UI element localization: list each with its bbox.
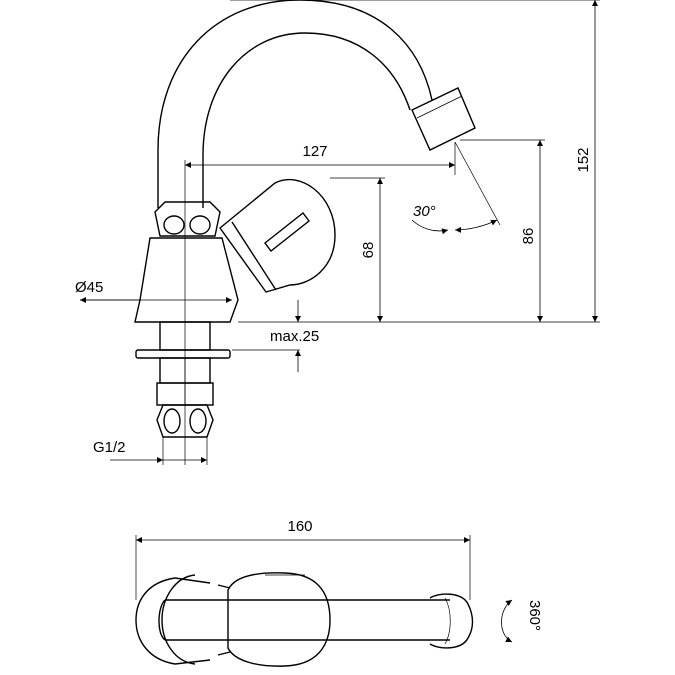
dim-reach: 127 bbox=[185, 143, 455, 168]
dim-height-total: 152 bbox=[575, 0, 598, 322]
dim-thread: G1/2 bbox=[93, 439, 207, 463]
top-view: 160 360° bbox=[135, 518, 543, 667]
dim-diameter-base-label: Ø45 bbox=[75, 279, 103, 296]
aerator-top bbox=[429, 593, 474, 649]
base-rosette bbox=[135, 574, 196, 665]
dim-reach-label: 127 bbox=[302, 143, 327, 160]
rotation-indicator: 360° bbox=[501, 599, 543, 643]
handle bbox=[219, 178, 336, 293]
rotation-arrow-icon bbox=[501, 599, 513, 643]
mounting-shank bbox=[135, 321, 231, 465]
dim-height-outlet-label: 86 bbox=[520, 228, 537, 245]
dim-height-handle: 68 bbox=[360, 178, 383, 322]
dim-spout-angle-label: 30° bbox=[413, 203, 436, 220]
handle-indicator bbox=[264, 212, 310, 252]
dim-rotation-label: 360° bbox=[526, 600, 543, 631]
dim-height-outlet: 86 bbox=[520, 140, 543, 322]
dim-max-thickness-label: max.25 bbox=[270, 328, 319, 345]
handle-top bbox=[227, 572, 331, 667]
valve-body bbox=[134, 237, 239, 323]
aerator bbox=[411, 87, 476, 151]
dim-length-top: 160 bbox=[136, 518, 470, 543]
dim-spout-angle: 30° bbox=[411, 141, 501, 235]
dim-max-thickness: max.25 bbox=[232, 300, 319, 372]
collar-nut bbox=[154, 201, 221, 237]
dim-diameter-base: Ø45 bbox=[75, 279, 232, 303]
spout bbox=[157, 0, 476, 208]
side-view: 127 152 86 68 30° Ø45 bbox=[75, 0, 600, 465]
dim-thread-label: G1/2 bbox=[93, 439, 126, 456]
dim-height-handle-label: 68 bbox=[360, 242, 377, 259]
dim-height-total-label: 152 bbox=[575, 147, 592, 172]
dim-length-top-label: 160 bbox=[287, 518, 312, 535]
spout-top bbox=[165, 599, 450, 641]
